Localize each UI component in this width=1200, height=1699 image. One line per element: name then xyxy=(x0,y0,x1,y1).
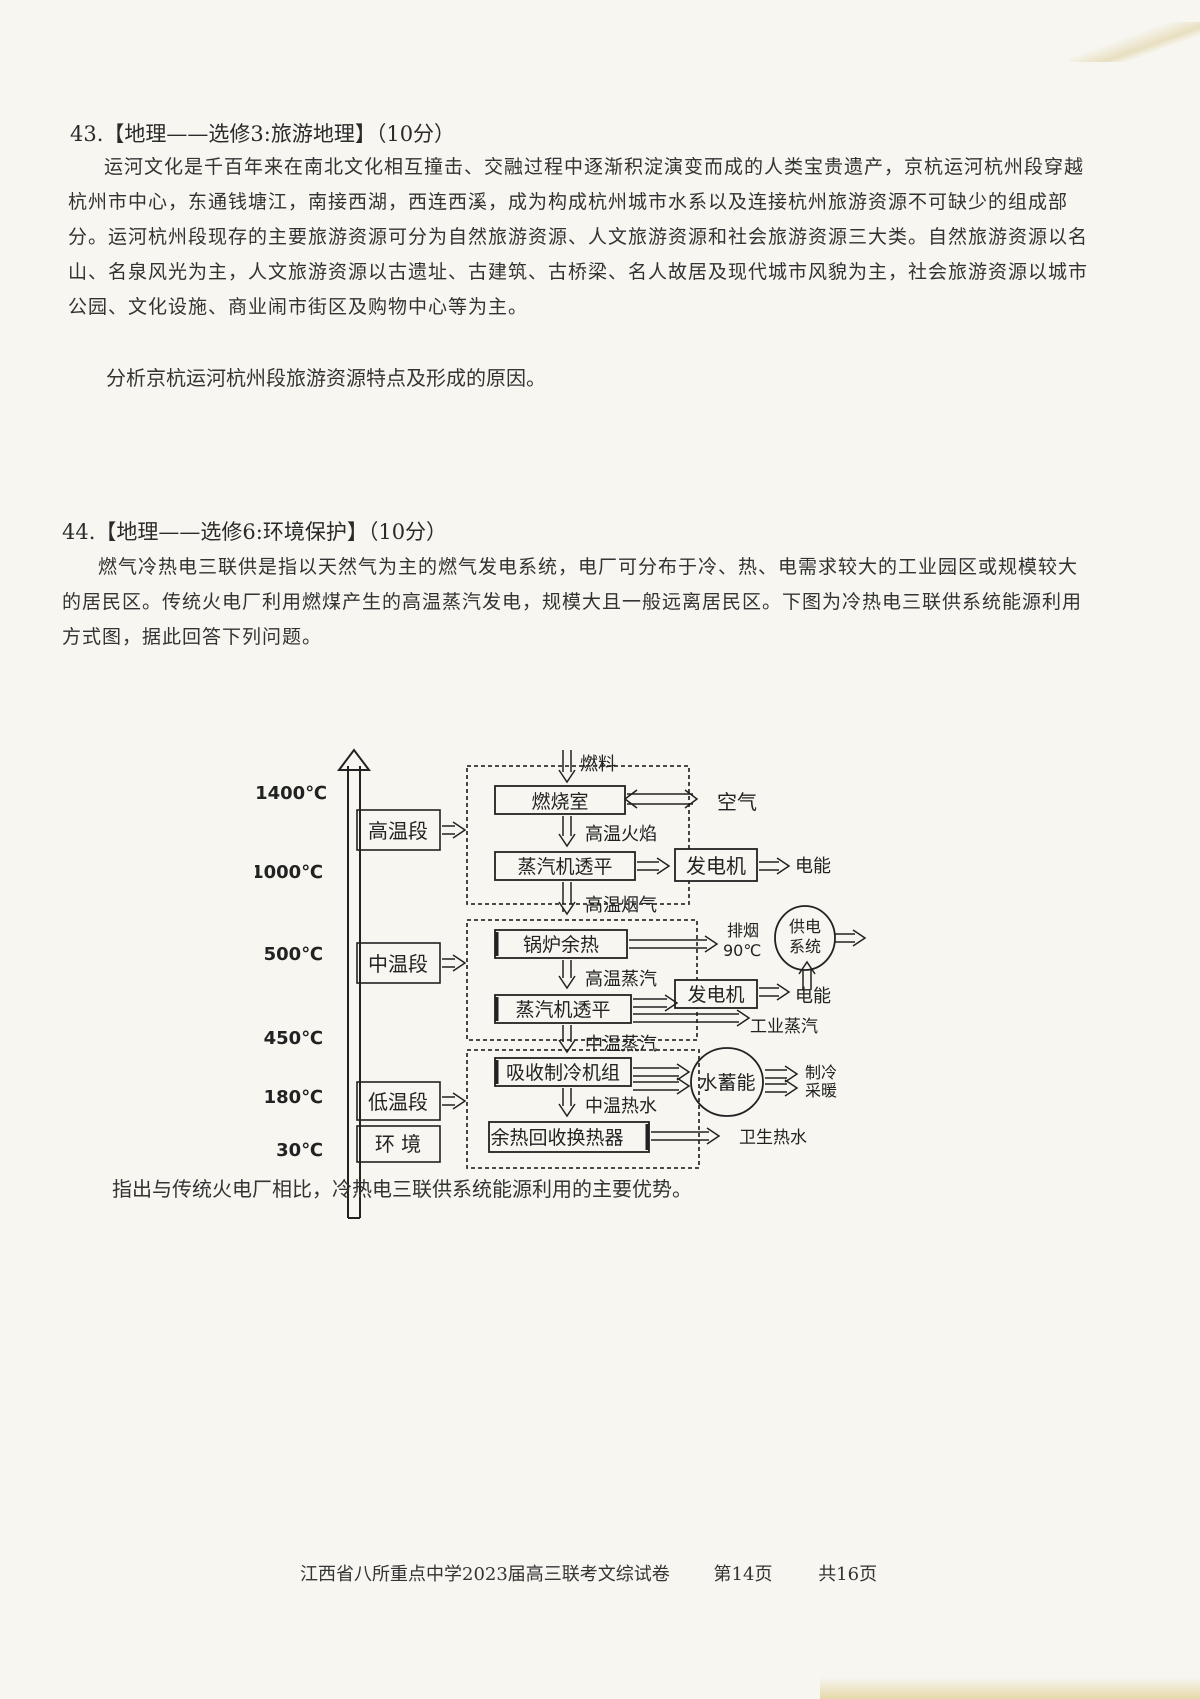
label-sanitary-water: 卫生热水 xyxy=(739,1128,807,1148)
temp-label: 450℃ xyxy=(264,1028,323,1049)
segment-mid: 中温段 xyxy=(368,952,428,976)
energy-flow-diagram: 1400℃ 1000℃ 500℃ 450℃ 180℃ 30℃ xyxy=(255,748,867,1219)
page-edge-decor xyxy=(820,1677,1200,1699)
box-recovery: 余热回收换热器 xyxy=(490,1127,623,1149)
box-boiler: 锅炉余热 xyxy=(523,934,599,956)
label-industrial-steam: 工业蒸汽 xyxy=(750,1017,818,1037)
label-hot-water-mid: 中温热水 xyxy=(585,1096,657,1117)
label-exhaust-temp: 90℃ xyxy=(723,941,761,960)
box-storage: 水蓄能 xyxy=(698,1072,755,1094)
label-power-2: 电能 xyxy=(795,986,831,1007)
page-edge-decor xyxy=(1070,22,1200,62)
temp-label: 500℃ xyxy=(264,944,323,965)
temp-label: 1000℃ xyxy=(255,862,323,883)
q43-paragraph: 运河文化是千百年来在南北文化相互撞击、交融过程中逐渐积淀演变而成的人类宝贵遗产，… xyxy=(68,156,1089,318)
page-total: 共16页 xyxy=(818,1564,878,1585)
label-fuel: 燃料 xyxy=(580,754,616,775)
segment-low: 低温段 xyxy=(368,1090,428,1114)
temp-label: 30℃ xyxy=(276,1140,323,1161)
q44-question: 指出与传统火电厂相比，冷热电三联供系统能源利用的主要优势。 xyxy=(112,1177,692,1201)
label-flame: 高温火焰 xyxy=(585,824,657,845)
page-number: 第14页 xyxy=(713,1564,773,1585)
label-heating: 采暖 xyxy=(805,1081,837,1100)
segment-high: 高温段 xyxy=(368,819,428,843)
label-flue-gas: 高温烟气 xyxy=(585,895,657,916)
box-turbine-1: 蒸汽机透平 xyxy=(517,856,612,878)
label-steam-mid: 中温蒸汽 xyxy=(585,1034,657,1055)
label-steam-high: 高温蒸汽 xyxy=(585,969,657,990)
box-combustion: 燃烧室 xyxy=(531,791,588,813)
box-generator-1: 发电机 xyxy=(686,854,746,878)
box-absorption: 吸收制冷机组 xyxy=(506,1062,620,1084)
exam-title: 江西省八所重点中学2023届高三联考文综试卷 xyxy=(300,1564,670,1585)
label-air: 空气 xyxy=(717,790,757,814)
page-footer: 江西省八所重点中学2023届高三联考文综试卷 第14页 共16页 xyxy=(300,1560,877,1586)
segment-env: 环 境 xyxy=(375,1132,421,1156)
temperature-axis xyxy=(337,748,371,1219)
box-supply: 系统 xyxy=(789,937,821,956)
temp-label: 1400℃ xyxy=(255,783,327,804)
supply-circle xyxy=(774,905,836,971)
temp-label: 180℃ xyxy=(264,1087,323,1108)
q44-heading: 44.【地理——选修6:环境保护】（10分） xyxy=(62,520,448,544)
q43-question: 分析京杭运河杭州段旅游资源特点及形成的原因。 xyxy=(106,366,546,390)
label-cooling: 制冷 xyxy=(805,1063,837,1082)
label-power-1: 电能 xyxy=(795,856,831,877)
box-generator-2: 发电机 xyxy=(687,984,744,1006)
q44-paragraph: 燃气冷热电三联供是指以天然气为主的燃气发电系统，电厂可分布于冷、热、电需求较大的… xyxy=(62,556,1083,648)
box-turbine-2: 蒸汽机透平 xyxy=(515,999,610,1021)
q43-heading: 43.【地理——选修3:旅游地理】（10分） xyxy=(70,122,456,146)
storage-circle xyxy=(690,1047,764,1117)
label-exhaust: 排烟 xyxy=(727,921,759,940)
box-supply: 供电 xyxy=(789,917,821,936)
